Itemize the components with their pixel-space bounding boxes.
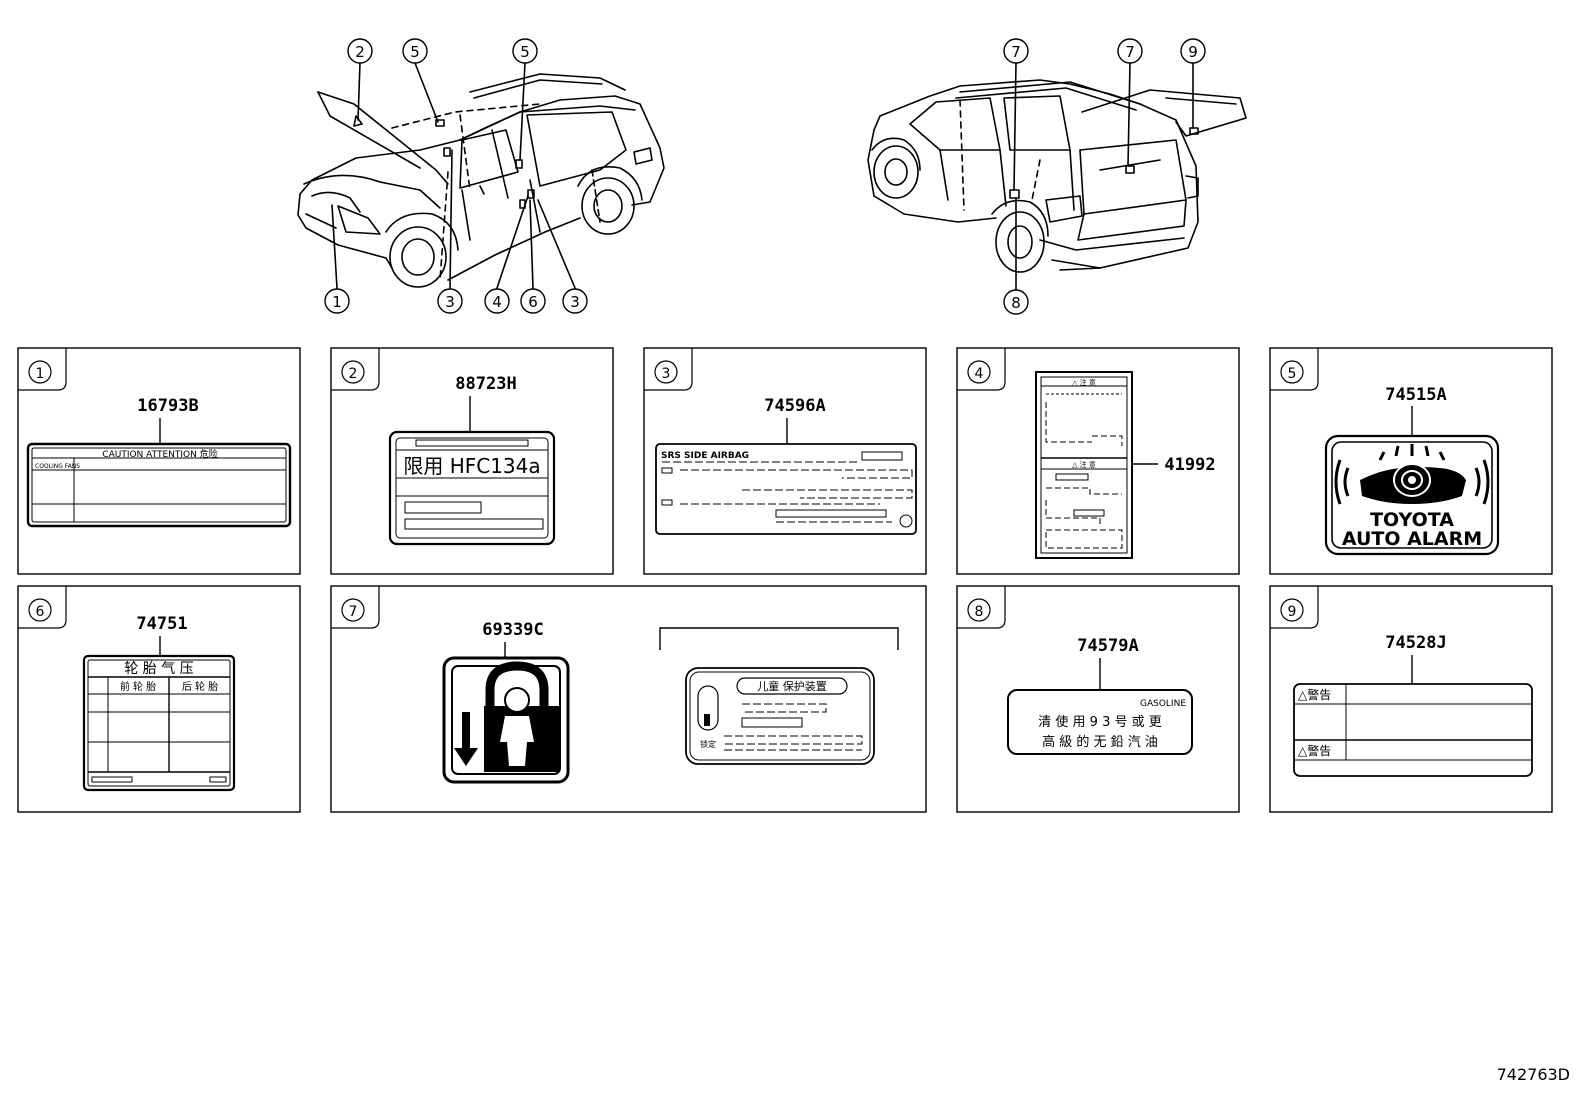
svg-text:3: 3: [662, 366, 671, 382]
callout-rear-7a: 7: [1003, 38, 1029, 64]
panel-6: 6 74751 轮 胎 气 压 前 轮 胎 后 轮 胎: [17, 585, 301, 813]
callout-front-1: 1: [324, 288, 350, 314]
gasoline-line-2: 高 級 的 无 鉛 汽 油: [1042, 734, 1158, 750]
gasoline-top: GASOLINE: [1140, 699, 1186, 709]
front-vehicle-illustration: [297, 62, 665, 289]
part-number: 69339C: [482, 620, 543, 640]
panel-3: 3 74596A SRS SIDE AIRBAG: [643, 347, 927, 575]
warning-label: △警告 △警告: [1293, 683, 1533, 777]
panel-2: 2 88723H 限用 HFC134a: [330, 347, 614, 575]
svg-text:7: 7: [349, 604, 358, 620]
callout-front-4: 4: [484, 288, 510, 314]
svg-text:8: 8: [975, 604, 984, 620]
callout-rear-8: 8: [1003, 289, 1029, 315]
svg-text:9: 9: [1288, 604, 1297, 620]
panel-8: 8 74579A GASOLINE 清 使 用 9 3 号 或 更 高 級 的 …: [956, 585, 1240, 813]
notice-header-1: △ 注 意: [1072, 378, 1096, 387]
gasoline-line-1: 清 使 用 9 3 号 或 更: [1038, 714, 1161, 730]
caution-label: CAUTION ATTENTION 危险 COOLING FANS: [26, 442, 292, 528]
airbag-title: SRS SIDE AIRBAG: [661, 451, 749, 461]
label-row: COOLING FANS: [35, 463, 80, 470]
callout-front-3b: 3: [562, 288, 588, 314]
child-label-side: 锁定: [700, 739, 716, 749]
panel-9: 9 74528J △警告 △警告: [1269, 585, 1553, 813]
callout-front-3a: 3: [437, 288, 463, 314]
part-number: 74579A: [1077, 636, 1138, 656]
svg-text:3: 3: [570, 293, 580, 311]
svg-text:5: 5: [1288, 366, 1297, 382]
panel-4: 4 △ 注 意 △ 注 意 41992: [956, 347, 1240, 575]
panel-number: 1: [36, 366, 45, 382]
rear-callouts: 7 7 9 8: [1003, 38, 1206, 315]
gasoline-label: GASOLINE 清 使 用 9 3 号 或 更 高 級 的 无 鉛 汽 油: [1007, 689, 1193, 755]
svg-text:4: 4: [492, 293, 502, 311]
srs-airbag-label: SRS SIDE AIRBAG: [655, 443, 917, 535]
part-number: 41992: [1164, 455, 1215, 475]
child-lock-icon: [442, 656, 570, 784]
warning-2: △警告: [1298, 743, 1331, 758]
panel-5: 5 74515A TOYOTA AUTO ALARM: [1269, 347, 1553, 575]
label-header: CAUTION ATTENTION 危险: [102, 448, 217, 460]
svg-text:4: 4: [975, 366, 984, 382]
callout-front-2: 2: [347, 38, 373, 64]
svg-text:7: 7: [1125, 43, 1135, 61]
part-number: 16793B: [137, 396, 198, 416]
car-alarm-icon: [1334, 444, 1490, 505]
notice-label: △ 注 意 △ 注 意: [1035, 371, 1133, 559]
alarm-line-2: AUTO ALARM: [1342, 528, 1482, 550]
diagram-code: 742763D: [1497, 1065, 1570, 1084]
svg-text:9: 9: [1188, 43, 1198, 61]
svg-text:6: 6: [36, 604, 45, 620]
tire-title: 轮 胎 气 压: [124, 661, 193, 677]
panel-7: 7 69339C 儿童 保护装置 锁定: [330, 585, 927, 813]
panel-1: 1 16793B CAUTION ATTENTION 危险 COOLING FA…: [17, 347, 301, 575]
callout-front-5b: 5: [512, 38, 538, 64]
refrigerant-text: 限用 HFC134a: [403, 454, 540, 478]
callout-front-6: 6: [520, 288, 546, 314]
rear-vehicle-illustration: [867, 62, 1247, 291]
callout-front-5a: 5: [402, 38, 428, 64]
child-label-title: 儿童 保护装置: [757, 679, 827, 693]
part-number: 74515A: [1385, 385, 1446, 405]
tire-col-front: 前 轮 胎: [120, 680, 156, 693]
svg-text:7: 7: [1011, 43, 1021, 61]
front-callouts: 2 5 5 1 3 4 6 3: [324, 38, 588, 314]
part-number: 74528J: [1385, 633, 1446, 653]
warning-1: △警告: [1298, 687, 1331, 702]
svg-text:1: 1: [332, 293, 342, 311]
refrigerant-label: 限用 HFC134a: [388, 430, 556, 546]
alarm-line-1: TOYOTA: [1370, 509, 1454, 531]
callout-text: 2: [355, 43, 365, 61]
svg-text:8: 8: [1011, 294, 1021, 312]
tire-col-rear: 后 轮 胎: [182, 680, 218, 693]
auto-alarm-label: TOYOTA AUTO ALARM: [1324, 434, 1500, 556]
tire-pressure-label: 轮 胎 气 压 前 轮 胎 后 轮 胎: [82, 654, 236, 792]
part-number: 74751: [136, 614, 187, 634]
svg-text:5: 5: [520, 43, 530, 61]
svg-text:3: 3: [445, 293, 455, 311]
callout-rear-7b: 7: [1117, 38, 1143, 64]
svg-text:6: 6: [528, 293, 538, 311]
notice-header-2: △ 注 意: [1072, 460, 1096, 469]
child-protection-label: 儿童 保护装置 锁定: [685, 667, 875, 765]
svg-text:2: 2: [349, 366, 358, 382]
part-number: 88723H: [455, 374, 516, 394]
callout-rear-9: 9: [1180, 38, 1206, 64]
part-number: 74596A: [764, 396, 825, 416]
svg-text:5: 5: [410, 43, 420, 61]
